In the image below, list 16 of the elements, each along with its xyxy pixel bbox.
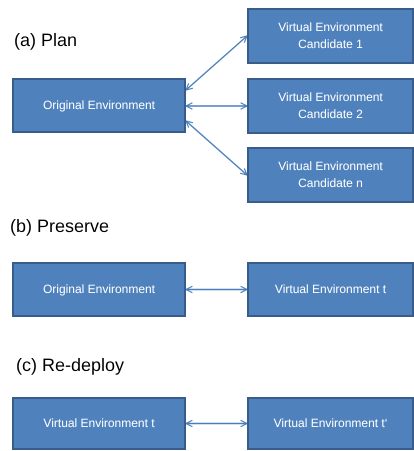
double-arrow [185,120,248,176]
process-box: Virtual Environment Candidate 2 [247,78,414,134]
section-heading: (a) Plan [14,30,78,51]
process-box: Virtual Environment Candidate n [247,147,414,203]
process-box: Virtual Environment Candidate 1 [247,8,414,64]
double-arrow [185,102,248,110]
section-heading: (c) Re-deploy [16,355,124,376]
section-heading: (b) Preserve [10,216,110,237]
process-box: Virtual Environment t [12,397,186,450]
process-box: Original Environment [12,78,186,133]
double-arrow [185,420,248,428]
double-arrow [185,35,248,91]
double-arrow [185,286,248,294]
process-box: Virtual Environment t [247,262,414,317]
process-box: Original Environment [12,262,186,317]
process-box: Virtual Environment t‘ [247,397,414,450]
